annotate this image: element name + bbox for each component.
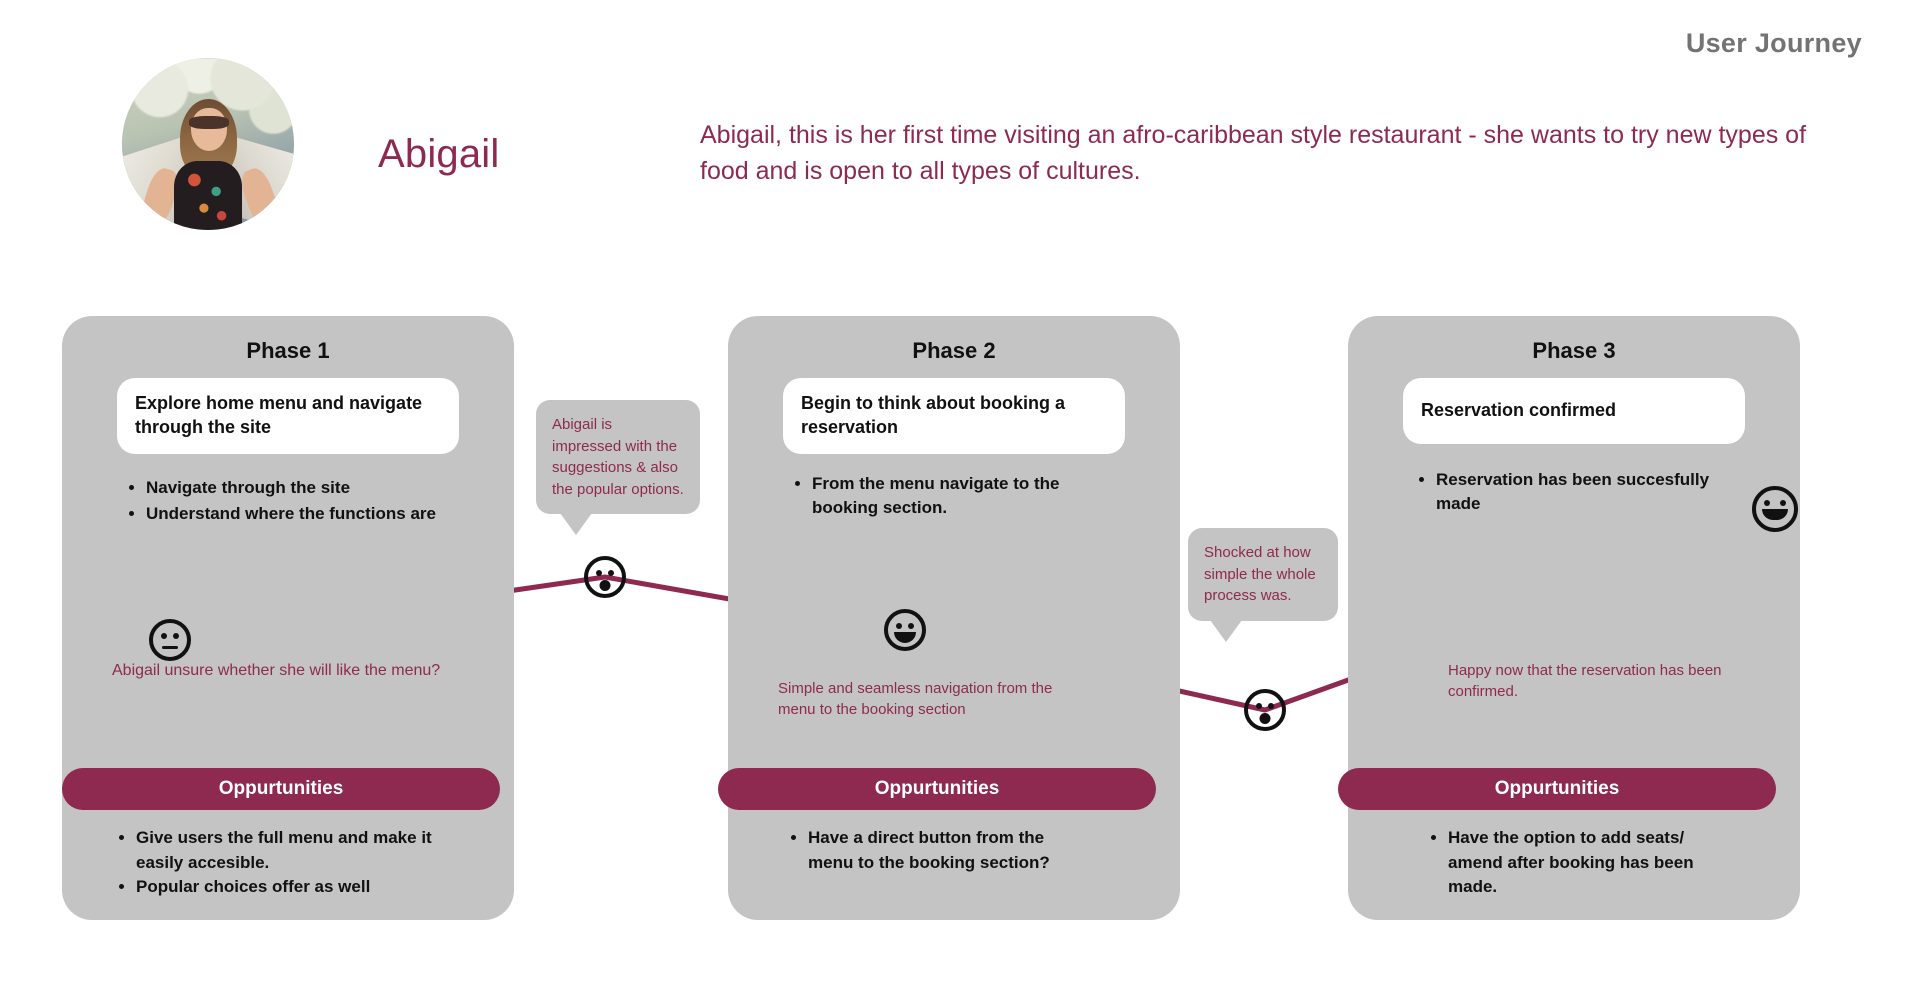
speech-bubble-2: Shocked at how simple the whole process … xyxy=(1188,528,1338,642)
phase-card-1: Phase 1 Explore home menu and navigate t… xyxy=(62,316,514,920)
emoji-surprised-icon xyxy=(584,556,626,598)
avatar xyxy=(122,58,294,230)
phase-goal-box: Explore home menu and navigate through t… xyxy=(117,378,459,454)
list-item: Have a direct button from the menu to th… xyxy=(808,826,1082,875)
eye-right xyxy=(1780,500,1786,506)
emoji-neutral-icon xyxy=(149,619,191,661)
phase-1-emotion-caption: Abigail unsure whether she will like the… xyxy=(112,662,441,679)
speech-bubble-text: Shocked at how simple the whole process … xyxy=(1204,544,1316,605)
phase-card-2: Phase 2 Begin to think about booking a r… xyxy=(728,316,1180,920)
emoji-surprised-icon-2 xyxy=(1244,689,1286,731)
phase-goal-box: Reservation confirmed xyxy=(1403,378,1745,444)
eye-left xyxy=(1764,500,1770,506)
list-item: Navigate through the site xyxy=(146,476,450,500)
phase-goal-text: Begin to think about booking a reservati… xyxy=(801,393,1065,437)
opportunities-bar-1[interactable]: Oppurtunities xyxy=(62,768,500,810)
mouth-open xyxy=(1259,713,1271,724)
phase-3-actions: Reservation has been succesfully made xyxy=(1420,468,1740,518)
page-title: User Journey xyxy=(1685,28,1862,58)
phase-goal-text: Reservation confirmed xyxy=(1421,400,1617,421)
phase-1-opportunities: Give users the full menu and make it eas… xyxy=(120,826,440,900)
eye-right xyxy=(1268,703,1274,709)
phase-title: Phase 1 xyxy=(246,338,330,363)
speech-bubble-text: Abigail is impressed with the suggestion… xyxy=(552,416,684,498)
mouth-smile xyxy=(894,632,916,643)
phase-2-actions: From the menu navigate to the booking se… xyxy=(796,472,1096,522)
eye-left xyxy=(896,623,902,629)
list-item: Reservation has been succesfully made xyxy=(1436,468,1740,516)
opportunities-bar-2[interactable]: Oppurtunities xyxy=(718,768,1156,810)
phase-goal-text: Explore home menu and navigate through t… xyxy=(135,393,423,437)
phase-card-3: Phase 3 Reservation confirmed xyxy=(1348,316,1800,920)
eye-left xyxy=(1256,703,1262,709)
avatar-face xyxy=(190,107,227,151)
phase-title: Phase 2 xyxy=(912,338,996,363)
eye-left xyxy=(161,633,167,639)
opportunities-label: Oppurtunities xyxy=(874,778,1000,799)
mouth-smile xyxy=(1762,509,1788,520)
persona-description: Abigail, this is her first time visiting… xyxy=(700,121,1807,185)
phase-2-emotion-caption: Simple and seamless navigation from the … xyxy=(778,680,1053,719)
eye-right xyxy=(908,623,914,629)
list-item: Understand where the functions are xyxy=(146,502,450,526)
avatar-dress xyxy=(173,161,243,230)
phase-title: Phase 3 xyxy=(1532,338,1616,363)
mouth-flat xyxy=(162,646,178,649)
opportunities-bar-3[interactable]: Oppurtunities xyxy=(1338,768,1776,810)
list-item: Popular choices offer as well xyxy=(136,875,440,900)
opportunities-label: Oppurtunities xyxy=(1494,778,1620,799)
phase-goal-box: Begin to think about booking a reservati… xyxy=(783,378,1125,454)
opportunities-label: Oppurtunities xyxy=(218,778,344,799)
sunglasses-icon xyxy=(189,116,229,129)
list-item: Give users the full menu and make it eas… xyxy=(136,826,440,875)
phase-3-emotion-caption: Happy now that the reservation has been … xyxy=(1448,662,1722,701)
eye-right xyxy=(608,570,614,576)
phase-3-opportunities: Have the option to add seats/ amend afte… xyxy=(1432,826,1742,900)
list-item: Have the option to add seats/ amend afte… xyxy=(1448,826,1742,900)
phase-2-opportunities: Have a direct button from the menu to th… xyxy=(792,826,1082,875)
persona-name: Abigail xyxy=(378,132,500,176)
emoji-happy-icon xyxy=(884,609,926,651)
list-item: From the menu navigate to the booking se… xyxy=(812,472,1096,520)
speech-bubble-1: Abigail is impressed with the suggestion… xyxy=(536,400,700,536)
eye-right xyxy=(173,633,179,639)
mouth-open xyxy=(599,580,611,591)
phase-1-actions: Navigate through the site Understand whe… xyxy=(130,476,450,528)
emoji-very-happy-icon xyxy=(1752,486,1798,532)
eye-left xyxy=(596,570,602,576)
